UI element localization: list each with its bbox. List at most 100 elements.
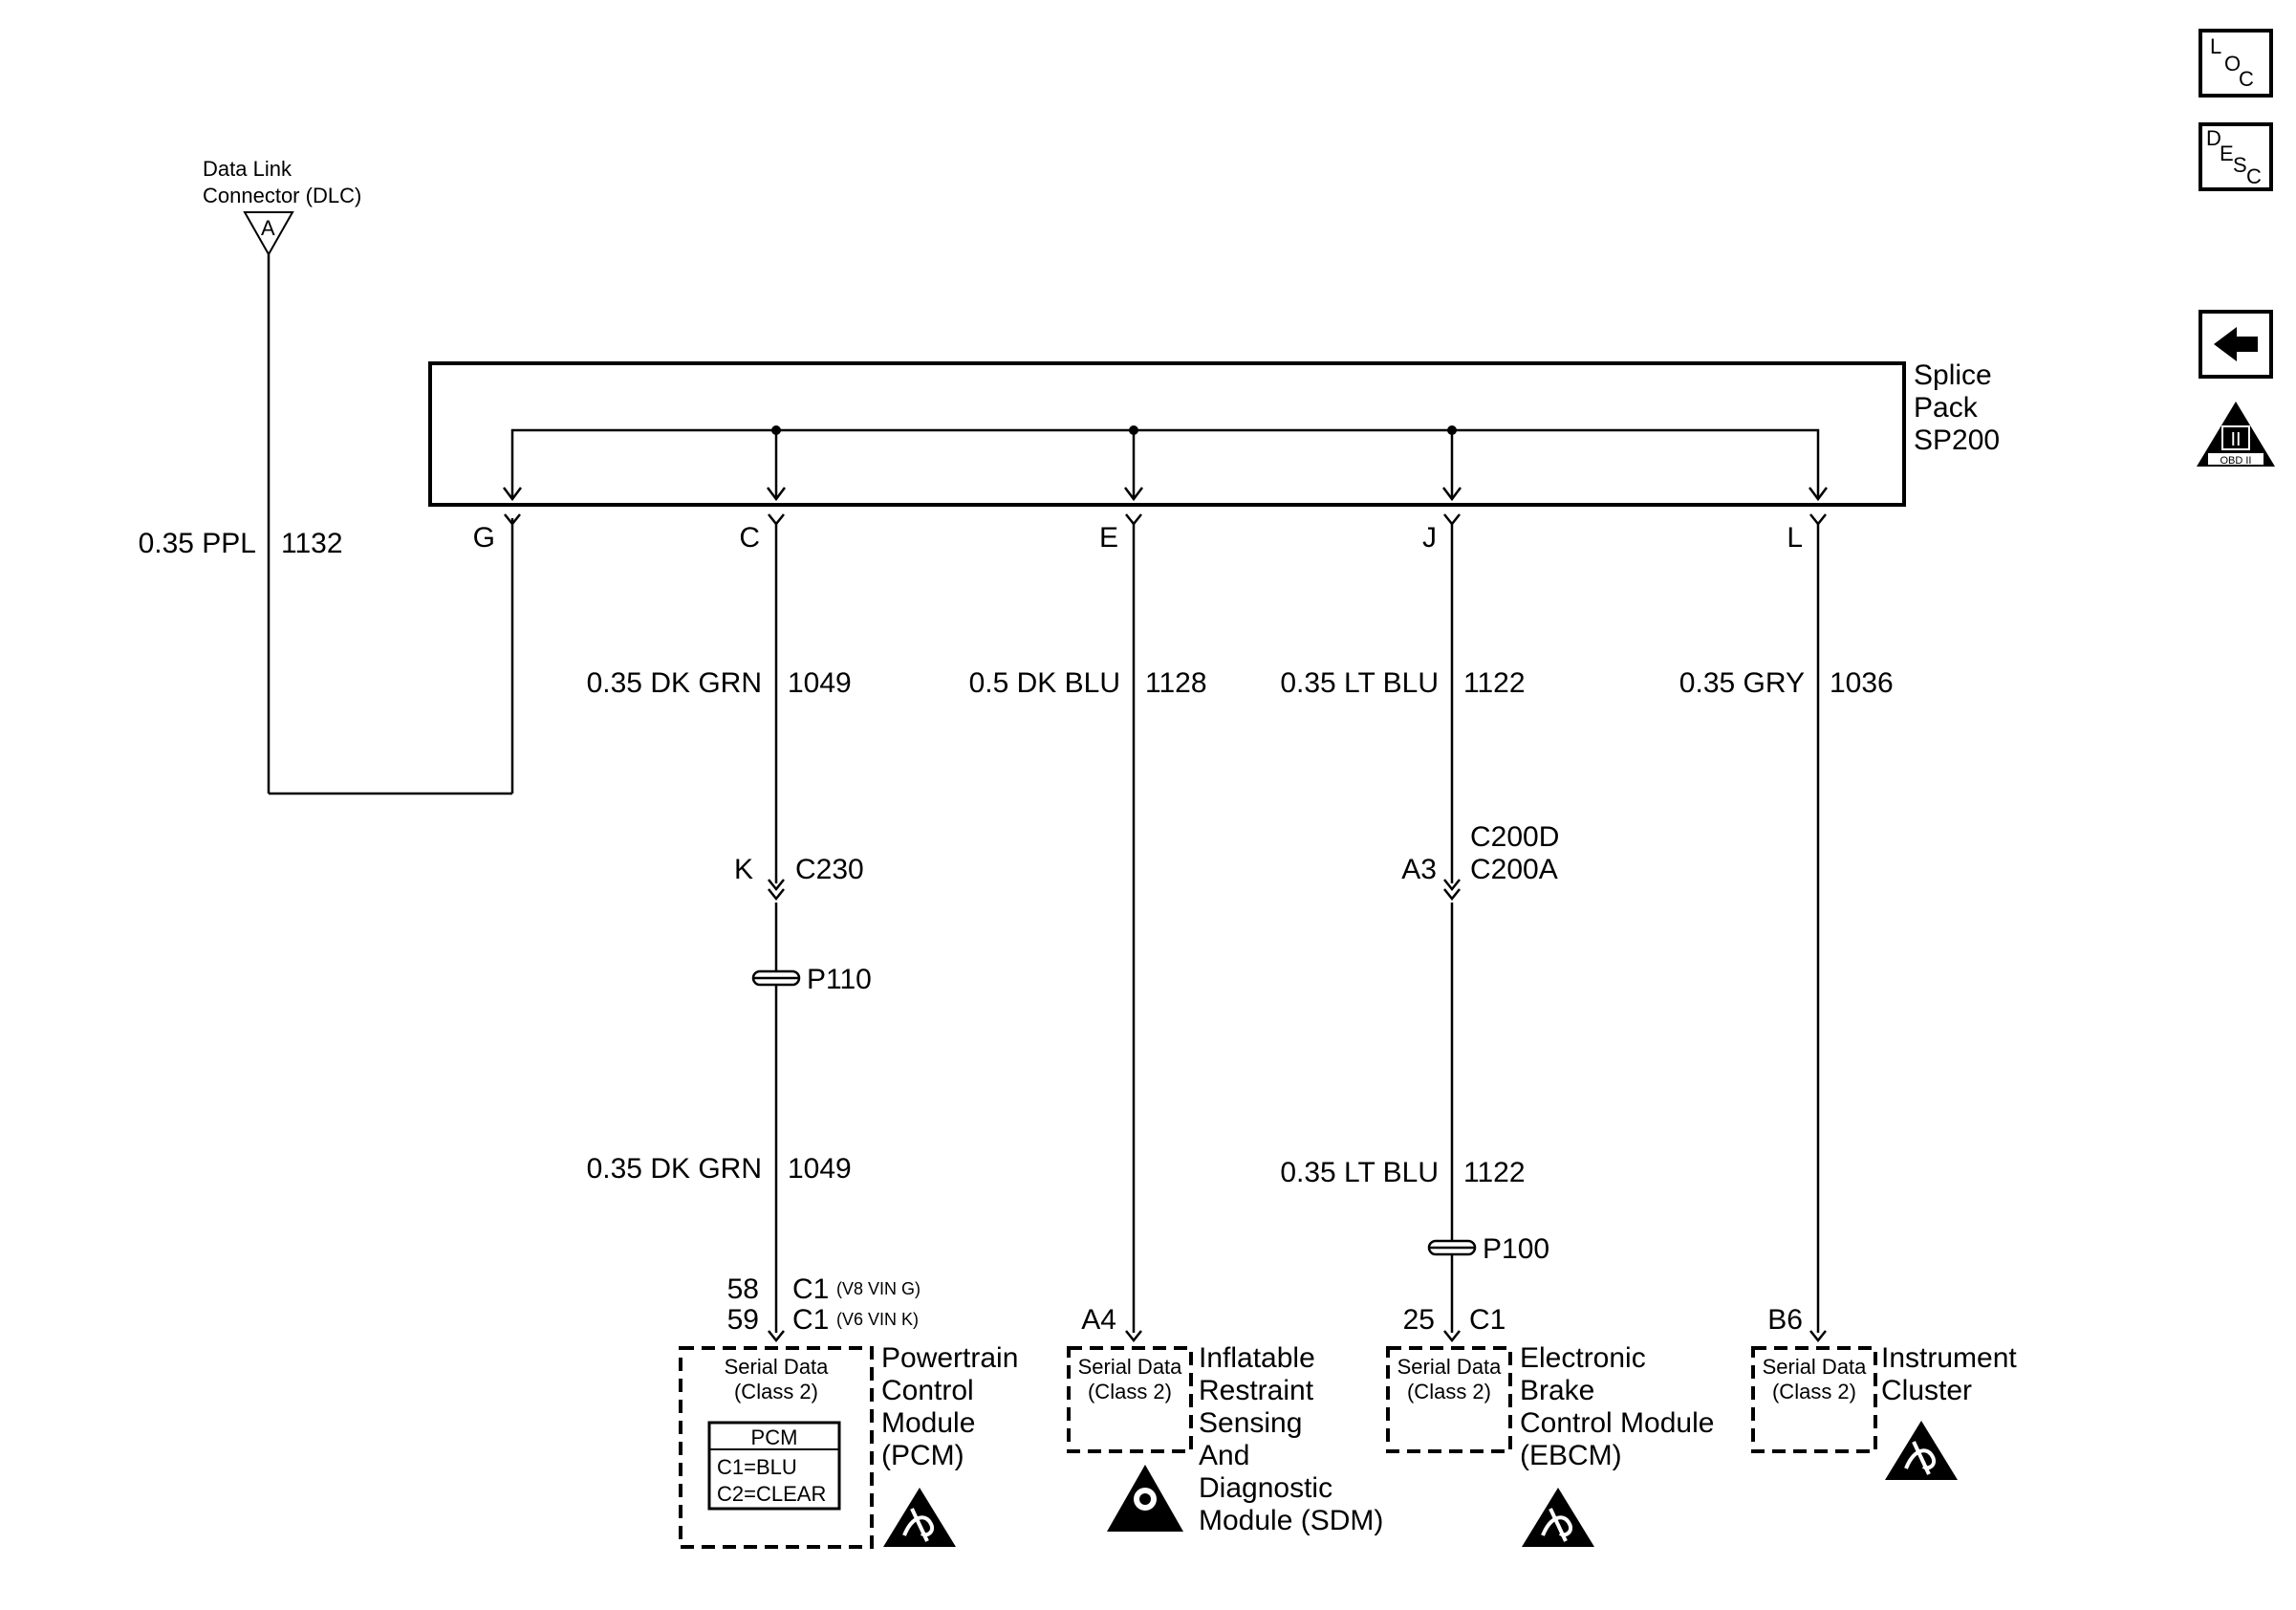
sdm-name-l4: And	[1199, 1440, 1249, 1471]
ipc-serial-data: Serial Data	[1763, 1355, 1868, 1379]
wire-c-size-color: 0.35 DK GRN	[587, 667, 762, 699]
airbag-warning-icon	[1107, 1465, 1183, 1532]
desc-button[interactable]: D E S C	[2199, 122, 2273, 191]
pcm-pin-59: 59	[727, 1304, 759, 1336]
pcm-pin-58: 58	[727, 1273, 759, 1305]
splice-pack-line1: Splice	[1914, 359, 1992, 391]
ebcm-serial-data: Serial Data	[1397, 1355, 1503, 1379]
sdm-pin: A4	[1081, 1304, 1116, 1336]
ipc-class2: (Class 2)	[1772, 1380, 1856, 1403]
arrow-left-icon	[2214, 327, 2258, 361]
pcm-legend-title: PCM	[751, 1425, 798, 1449]
dlc-circuit: 1132	[281, 528, 343, 559]
sdm-name-l1: Inflatable	[1199, 1342, 1315, 1374]
ebcm-name-l4: (EBCM)	[1520, 1440, 1622, 1471]
desc-letter-e: E	[2220, 141, 2234, 165]
splice-node	[1129, 425, 1138, 435]
pcm-legend-c1: C1=BLU	[717, 1455, 797, 1479]
desc-button-frame[interactable]	[2199, 122, 2273, 191]
obd-label: OBD II	[2220, 455, 2251, 467]
splice-pack-box	[428, 361, 1906, 507]
wire-e-size-color: 0.5 DK BLU	[969, 667, 1120, 699]
pcm-note-v6: (V6 VIN K)	[836, 1310, 919, 1329]
ebcm-module-box	[1386, 1346, 1512, 1453]
obd-roman: II	[2230, 429, 2241, 450]
pcm-serial-data: Serial Data	[725, 1355, 830, 1379]
loc-letter-o: O	[2224, 52, 2241, 76]
pcm-conn-c1-a: C1	[792, 1273, 829, 1305]
splice-pack-line2: Pack	[1914, 392, 1979, 424]
splice-node	[771, 425, 781, 435]
ebcm-pin: 25	[1403, 1304, 1435, 1336]
splice-pin-c: C	[739, 522, 760, 554]
wire-l-circuit: 1036	[1830, 667, 1894, 699]
pcm-connector-legend	[707, 1421, 841, 1511]
splice-node	[1447, 425, 1457, 435]
ebcm-conn: C1	[1469, 1304, 1505, 1336]
splice-pin-l: L	[1787, 522, 1803, 554]
c200d-label: C200D	[1470, 821, 1559, 853]
ipc-pin: B6	[1767, 1304, 1803, 1336]
dlc-triangle-icon	[243, 211, 294, 257]
sdm-name-l2: Restraint	[1199, 1375, 1314, 1406]
obd-ii-button[interactable]: II OBD II	[2197, 402, 2275, 467]
wire-j-lower-size-color: 0.35 LT BLU	[1280, 1157, 1439, 1188]
wire-j-size-color: 0.35 LT BLU	[1280, 667, 1439, 699]
dlc-connector: Data Link Connector (DLC) A	[203, 157, 361, 257]
pcm-module-box	[679, 1346, 874, 1549]
sdm-name-l3: Sensing	[1199, 1407, 1302, 1439]
wire-l-size-color: 0.35 GRY	[1679, 667, 1805, 699]
splice-pin-g: G	[473, 522, 495, 554]
ebcm-name-l3: Control Module	[1520, 1407, 1714, 1439]
pcm-note-v8: (V8 VIN G)	[836, 1279, 921, 1298]
splice-bus	[510, 428, 1820, 497]
dlc-title-line1: Data Link	[203, 157, 292, 181]
ebcm-name-l1: Electronic	[1520, 1342, 1646, 1374]
dlc-title-line2: Connector (DLC)	[203, 184, 361, 207]
wire-e-circuit: 1128	[1145, 667, 1207, 699]
ebcm-esd-icon	[1520, 1486, 1596, 1549]
pcm-name-l3: Module	[881, 1407, 975, 1439]
sdm-class2: (Class 2)	[1088, 1380, 1172, 1403]
wire-j-lower-circuit: 1122	[1463, 1157, 1526, 1188]
desc-letter-s: S	[2233, 153, 2247, 177]
dlc-wire-size-color: 0.35 PPL	[139, 528, 256, 559]
sdm-module-box	[1067, 1346, 1193, 1453]
ground-p100-icon	[1427, 1239, 1477, 1256]
pcm-class2: (Class 2)	[734, 1380, 818, 1403]
splice-pin-j: J	[1422, 522, 1437, 554]
c230-label: C230	[795, 854, 864, 885]
ebcm-name-l2: Brake	[1520, 1375, 1594, 1406]
desc-letter-c: C	[2246, 164, 2262, 188]
ipc-name-l2: Cluster	[1881, 1375, 1972, 1406]
wire-j-circuit: 1122	[1463, 667, 1526, 699]
loc-button-frame[interactable]	[2199, 29, 2273, 98]
ipc-esd-icon	[1883, 1419, 1960, 1482]
pcm-conn-c1-b: C1	[792, 1304, 829, 1336]
loc-button[interactable]: L O C	[2199, 29, 2273, 98]
wire-c-lower-circuit: 1049	[788, 1153, 852, 1185]
c200a-label: C200A	[1470, 854, 1558, 885]
wire-c-lower-size-color: 0.35 DK GRN	[587, 1153, 762, 1185]
obd-ii-icon[interactable]	[2197, 402, 2275, 467]
loc-letter-c: C	[2239, 67, 2254, 91]
pcm-name-l2: Control	[881, 1375, 974, 1406]
c230-pin: K	[734, 854, 753, 885]
dlc-pin: A	[261, 216, 275, 240]
ebcm-class2: (Class 2)	[1407, 1380, 1491, 1403]
ground-p110-icon	[751, 969, 801, 987]
splice-pin-e: E	[1099, 522, 1118, 554]
ipc-name-l1: Instrument	[1881, 1342, 2017, 1374]
pcm-legend-c2: C2=CLEAR	[717, 1482, 826, 1506]
pcm-name-l4: (PCM)	[881, 1440, 964, 1471]
wire-c-circuit: 1049	[788, 667, 852, 699]
back-arrow-button[interactable]	[2199, 310, 2273, 379]
desc-letter-d: D	[2206, 126, 2221, 150]
sdm-name-l5: Diagnostic	[1199, 1472, 1332, 1504]
p100-label: P100	[1483, 1233, 1549, 1265]
pcm-esd-icon	[881, 1486, 958, 1549]
splice-pack-line3: SP200	[1914, 424, 2000, 456]
pcm-name-l1: Powertrain	[881, 1342, 1018, 1374]
sdm-name-l6: Module (SDM)	[1199, 1505, 1383, 1536]
